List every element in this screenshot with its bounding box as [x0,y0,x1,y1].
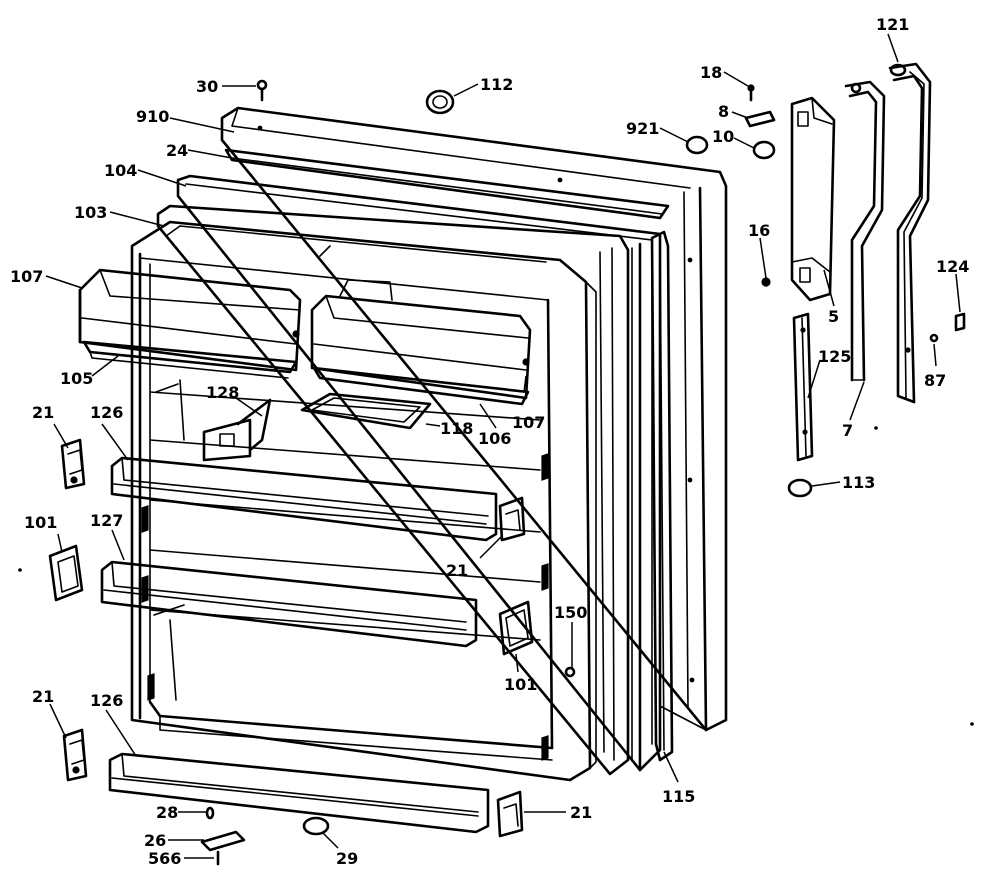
callout-18: 18 [700,63,722,82]
screw-16 [761,277,771,287]
liner-frame [156,204,630,776]
callout-115: 115 [662,787,695,806]
cap-29 [302,816,330,836]
callout-26: 26 [144,831,166,850]
tray [300,392,432,430]
screw-30 [256,79,268,102]
end-cap-left [48,544,84,602]
plug-112 [425,89,455,115]
callout-921: 921 [626,119,659,138]
callout-87: 87 [924,371,946,390]
callout-labels: 30 112 18 121 910 8 921 10 24 104 103 16… [10,15,969,868]
screw-150 [564,666,576,678]
callout-104: 104 [104,161,137,180]
hinge-pin-8 [744,110,776,128]
speck [18,568,22,572]
dairy-door-left [78,268,302,379]
shelf-bracket [202,398,272,462]
callout-126-upper: 126 [90,403,123,422]
callout-7: 7 [842,421,853,440]
top-trim [224,148,670,220]
callout-103: 103 [74,203,107,222]
plate-26 [200,830,246,852]
screw-87 [929,333,939,343]
callout-127: 127 [90,511,123,530]
callout-101-right: 101 [504,675,537,694]
callout-21-upper-left: 21 [32,403,54,422]
callout-21-lower-left: 21 [32,687,54,706]
callout-28: 28 [156,803,178,822]
handle-7 [844,80,886,382]
callout-10: 10 [712,127,734,146]
screw-18 [747,84,755,102]
callout-126-lower: 126 [90,691,123,710]
speck [970,722,974,726]
callout-101-left: 101 [24,513,57,532]
plug-113 [787,478,813,498]
shelf-rail-bottom [108,752,490,834]
callout-113: 113 [842,473,875,492]
seal-strip-115 [650,230,674,762]
callout-112: 112 [480,75,513,94]
pin-28 [205,806,215,820]
handle-bracket-125 [792,312,814,462]
end-cap-right [498,600,534,656]
screw-124 [954,312,966,332]
dairy-door-right [310,294,532,406]
leader-lines [45,33,961,859]
speck [874,426,878,430]
callout-105: 105 [60,369,93,388]
callout-5: 5 [828,307,839,326]
callout-24: 24 [166,141,188,160]
inner-door-liner [130,220,597,782]
callout-107-right: 107 [512,413,545,432]
callout-30: 30 [196,77,218,96]
callout-566: 566 [148,849,181,868]
shelf-rail-middle [100,560,478,648]
callout-107-left: 107 [10,267,43,286]
callout-121: 121 [876,15,909,34]
clip-bracket-upper-left [60,438,86,490]
callout-29: 29 [336,849,358,868]
hinge-5 [790,96,836,302]
callout-8: 8 [718,102,729,121]
shelf-rail-upper [110,456,498,542]
callout-118: 118 [440,419,473,438]
clip-bracket-lower-right [496,790,524,838]
callout-150: 150 [554,603,587,622]
handle-121 [888,62,932,404]
callout-21-mid-right: 21 [446,561,468,580]
callout-16: 16 [748,221,770,240]
clip-bracket-lower-left [62,728,88,782]
outer-door-panel [220,106,728,732]
cap-921 [685,135,709,155]
clip-bracket-mid-right [498,496,526,542]
bushing-10 [752,140,776,160]
callout-21-lower-right: 21 [570,803,592,822]
callout-106: 106 [478,429,511,448]
callout-910: 910 [136,107,169,126]
callout-128: 128 [206,383,239,402]
callout-124: 124 [936,257,969,276]
callout-125: 125 [818,347,851,366]
